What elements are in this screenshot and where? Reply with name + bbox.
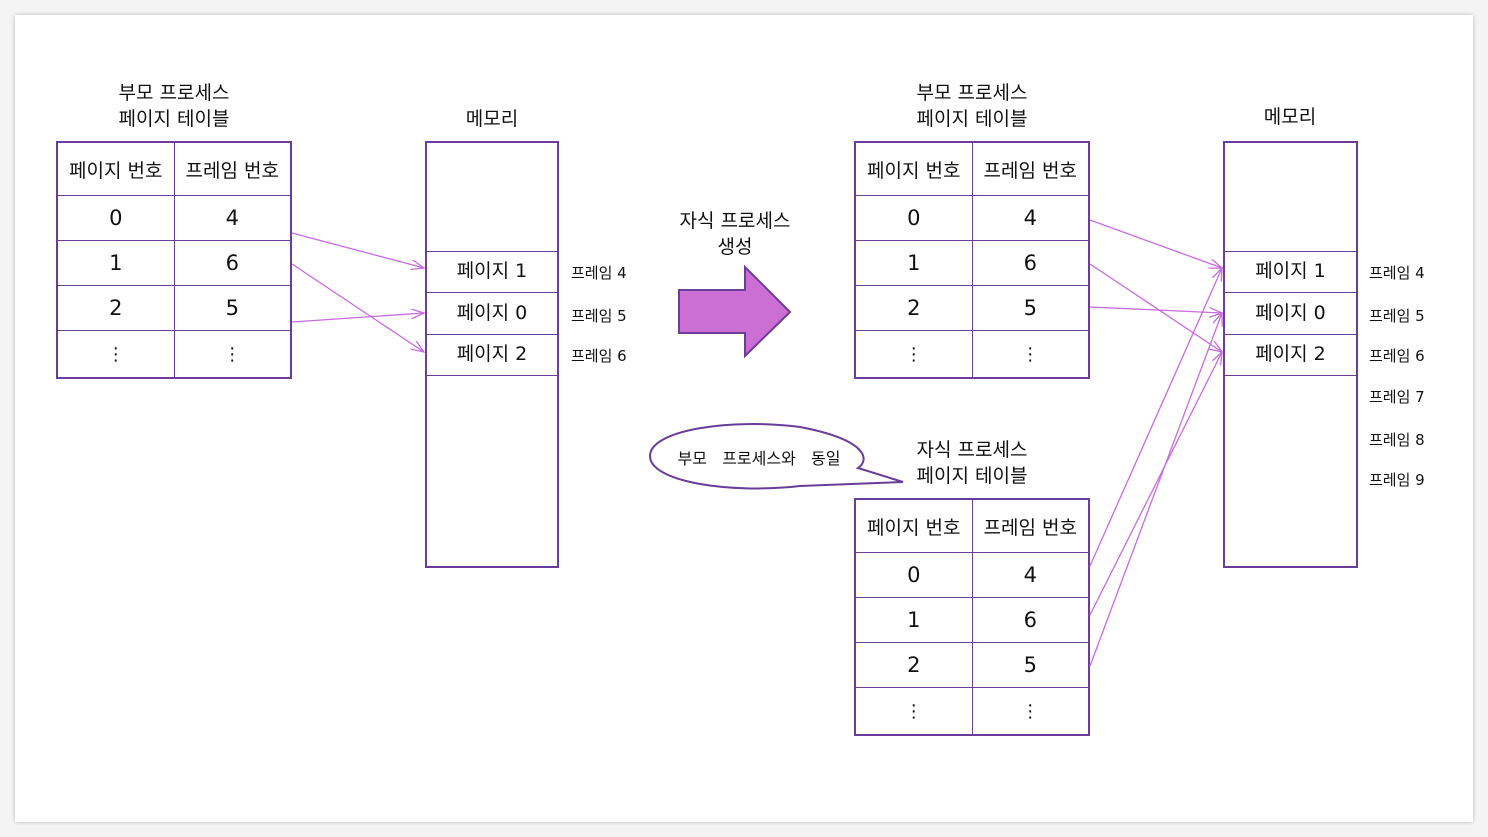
- header-frame-number: 프레임 번호: [971, 498, 1090, 553]
- frame-number-cell: 5: [971, 285, 1090, 331]
- table-row: ⋮ ⋮: [854, 687, 1090, 736]
- page-number-cell: 1: [854, 597, 973, 643]
- mapping-line-child-page2-frame5: [1089, 313, 1222, 667]
- title-line: 페이지 테이블: [916, 108, 1028, 130]
- page-number-cell: 2: [854, 285, 973, 331]
- table-row: 1 6: [854, 240, 1090, 286]
- mapping-line-parent-page2-frame5: [1089, 306, 1222, 313]
- frame-label: 프레임 5: [1369, 307, 1425, 325]
- frame-label: 프레임 5: [571, 307, 627, 325]
- frame-number-cell: ⋮: [173, 330, 292, 379]
- table-row: 2 5: [854, 285, 1090, 331]
- frame-number-cell: 5: [173, 285, 292, 331]
- memory-slot-frame-5: 페이지 0: [427, 292, 557, 334]
- frame-label: 프레임 9: [1369, 471, 1425, 489]
- left-parent-page-table: 페이지 번호 프레임 번호 0 4 1 6 2 5 ⋮ ⋮: [56, 141, 292, 379]
- memory-slot-frame-4: 페이지 1: [1225, 251, 1356, 292]
- title-line: 페이지 테이블: [916, 465, 1028, 487]
- frame-label: 프레임 7: [1369, 388, 1425, 406]
- mapping-line-child-page1-frame6: [1089, 352, 1222, 616]
- page-number-cell: ⋮: [854, 330, 973, 379]
- table-row: 0 4: [56, 195, 292, 241]
- fork-arrow-label: 자식 프로세스 생성: [660, 208, 810, 260]
- title-line: 부모 프로세스: [916, 82, 1028, 104]
- header-frame-number: 프레임 번호: [971, 141, 1090, 196]
- left-memory-title: 메모리: [465, 108, 519, 130]
- frame-number-cell: 4: [173, 195, 292, 241]
- table-row: 0 4: [854, 195, 1090, 241]
- page-number-cell: 2: [854, 642, 973, 688]
- mapping-line-child-page0-frame4: [1089, 268, 1222, 567]
- frame-number-cell: 5: [971, 642, 1090, 688]
- frame-label: 프레임 6: [571, 347, 627, 365]
- table-header-row: 페이지 번호 프레임 번호: [56, 141, 292, 196]
- frame-number-cell: ⋮: [971, 687, 1090, 736]
- mapping-line-parent-page1-frame6: [1089, 263, 1222, 352]
- mapping-line-page1-frame6: [291, 263, 424, 352]
- header-page-number: 페이지 번호: [56, 141, 175, 196]
- title-line: 페이지 테이블: [118, 108, 230, 130]
- memory-slot-frame-4: 페이지 1: [427, 251, 557, 292]
- page-number-cell: 0: [854, 552, 973, 598]
- table-row: 2 5: [854, 642, 1090, 688]
- right-memory-block: 페이지 1 페이지 0 페이지 2: [1223, 141, 1358, 568]
- mapping-line-parent-page0-frame4: [1089, 219, 1222, 268]
- right-memory-title: 메모리: [1263, 106, 1317, 128]
- right-child-table-title: 자식 프로세스 페이지 테이블: [855, 437, 1089, 489]
- memory-slot-frame-6: 페이지 2: [427, 334, 557, 376]
- bubble-text: 부모 프로세스와 동일: [677, 449, 841, 468]
- table-row: 2 5: [56, 285, 292, 331]
- page-number-cell: 2: [56, 285, 175, 331]
- table-row: 1 6: [854, 597, 1090, 643]
- table-row: ⋮ ⋮: [854, 330, 1090, 379]
- page-number-cell: ⋮: [56, 330, 175, 379]
- right-child-page-table: 페이지 번호 프레임 번호 0 4 1 6 2 5 ⋮ ⋮: [854, 498, 1090, 736]
- frame-label: 프레임 8: [1369, 431, 1425, 449]
- frame-number-cell: 6: [173, 240, 292, 286]
- frame-number-cell: 6: [971, 240, 1090, 286]
- table-row: 0 4: [854, 552, 1090, 598]
- page-number-cell: ⋮: [854, 687, 973, 736]
- frame-label: 프레임 4: [571, 264, 627, 282]
- frame-number-cell: 4: [971, 552, 1090, 598]
- page-number-cell: 0: [854, 195, 973, 241]
- page-number-cell: 1: [854, 240, 973, 286]
- header-frame-number: 프레임 번호: [173, 141, 292, 196]
- frame-number-cell: ⋮: [971, 330, 1090, 379]
- frame-number-cell: 6: [971, 597, 1090, 643]
- label-line: 자식 프로세스: [679, 210, 791, 232]
- table-row: 1 6: [56, 240, 292, 286]
- table-row: ⋮ ⋮: [56, 330, 292, 379]
- title-line: 부모 프로세스: [118, 82, 230, 104]
- table-header-row: 페이지 번호 프레임 번호: [854, 141, 1090, 196]
- left-parent-table-title: 부모 프로세스 페이지 테이블: [57, 80, 291, 132]
- left-memory-block: 페이지 1 페이지 0 페이지 2: [425, 141, 559, 568]
- right-parent-page-table: 페이지 번호 프레임 번호 0 4 1 6 2 5 ⋮ ⋮: [854, 141, 1090, 379]
- frame-label: 프레임 4: [1369, 264, 1425, 282]
- title-line: 자식 프로세스: [916, 439, 1028, 461]
- fork-arrow: [678, 264, 792, 359]
- label-line: 생성: [717, 236, 753, 258]
- header-page-number: 페이지 번호: [854, 498, 973, 553]
- memory-slot-frame-6: 페이지 2: [1225, 334, 1356, 376]
- speech-bubble: [648, 423, 904, 490]
- frame-label: 프레임 6: [1369, 347, 1425, 365]
- header-page-number: 페이지 번호: [854, 141, 973, 196]
- memory-slot-frame-5: 페이지 0: [1225, 292, 1356, 334]
- mapping-line-page0-frame4: [291, 232, 424, 268]
- mapping-line-page2-frame5: [291, 313, 424, 323]
- right-parent-table-title: 부모 프로세스 페이지 테이블: [855, 80, 1089, 132]
- table-header-row: 페이지 번호 프레임 번호: [854, 498, 1090, 553]
